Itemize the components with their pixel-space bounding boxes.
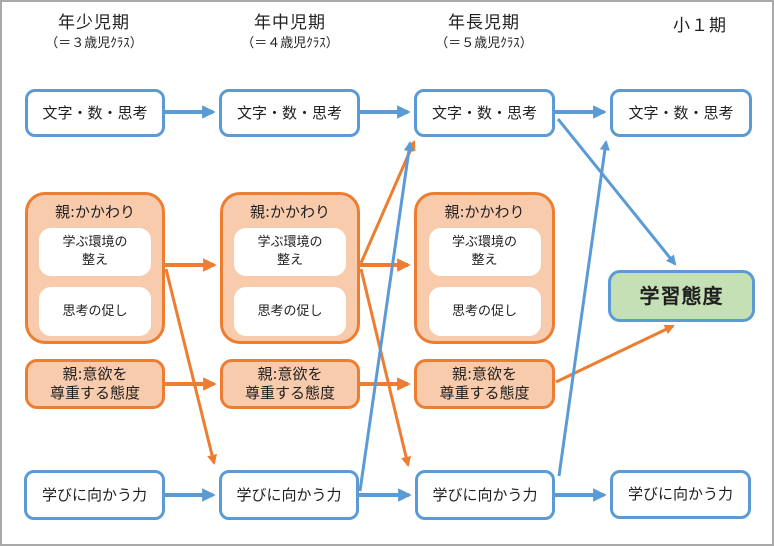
group-parent-involvement-age5: 親:かかわり 学ぶ環境の 整え 思考の促し	[414, 192, 555, 344]
column-subtitle: （＝５歳児ｸﾗｽ）	[435, 36, 533, 52]
column-header-age3: 年少児期 （＝３歳児ｸﾗｽ）	[9, 13, 179, 52]
group-title: 親:かかわり	[249, 202, 331, 221]
box-literacy-age4: 文字・数・思考	[219, 89, 360, 137]
group-parent-involvement-age4: 親:かかわり 学ぶ環境の 整え 思考の促し	[220, 192, 360, 344]
box-thinking-prompt: 思考の促し	[234, 287, 346, 336]
box-learning-drive-age3: 学びに向かう力	[24, 470, 165, 520]
group-title: 親:かかわり	[54, 202, 136, 221]
box-literacy-age5: 文字・数・思考	[414, 89, 555, 137]
column-header-age4: 年中児期 （＝４歳児ｸﾗｽ）	[205, 13, 375, 52]
box-learning-environment: 学ぶ環境の 整え	[428, 228, 541, 276]
arrow-respect-age5-to-attitude	[555, 324, 675, 384]
box-literacy-grade1: 文字・数・思考	[610, 89, 752, 137]
box-thinking-prompt: 思考の促し	[39, 287, 151, 336]
box-learning-environment: 学ぶ環境の 整え	[39, 228, 151, 276]
arrow-drive-age5-to-literacy-grade1	[557, 139, 610, 477]
box-learning-drive-grade1: 学びに向かう力	[610, 470, 751, 519]
box-thinking-prompt: 思考の促し	[428, 287, 541, 336]
box-learning-drive-age5: 学びに向かう力	[415, 470, 555, 520]
column-subtitle: （＝４歳児ｸﾗｽ）	[241, 36, 339, 52]
column-subtitle: （＝３歳児ｸﾗｽ）	[45, 36, 143, 52]
column-header-grade1: 小１期	[615, 16, 772, 39]
box-parent-respect-age4: 親:意欲を 尊重する態度	[220, 359, 360, 409]
arrow-involvement-age4-to-literacy-age5	[359, 140, 416, 264]
column-title: 年中児期	[254, 13, 326, 33]
column-title: 年少児期	[58, 13, 130, 33]
group-parent-involvement-age3: 親:かかわり 学ぶ環境の 整え 思考の促し	[25, 192, 165, 344]
column-title: 小１期	[673, 16, 727, 36]
box-parent-respect-age5: 親:意欲を 尊重する態度	[414, 359, 555, 409]
box-parent-respect-age3: 親:意欲を 尊重する態度	[25, 359, 165, 409]
column-header-age5: 年長児期 （＝５歳児ｸﾗｽ）	[399, 13, 569, 52]
column-title: 年長児期	[448, 13, 520, 33]
group-title: 親:かかわり	[444, 202, 525, 221]
arrow-involvement-age4-to-drive-age5	[359, 268, 412, 467]
arrow-drive-age4-to-literacy-age5	[358, 140, 414, 492]
box-learning-attitude: 学習態度	[608, 270, 755, 322]
box-learning-environment: 学ぶ環境の 整え	[234, 228, 346, 276]
arrow-involvement-age3-to-drive-age4	[164, 268, 217, 465]
box-learning-drive-age4: 学びに向かう力	[219, 470, 359, 520]
box-literacy-age3: 文字・数・思考	[25, 89, 165, 137]
arrow-literacy-age5-to-attitude	[556, 118, 677, 266]
